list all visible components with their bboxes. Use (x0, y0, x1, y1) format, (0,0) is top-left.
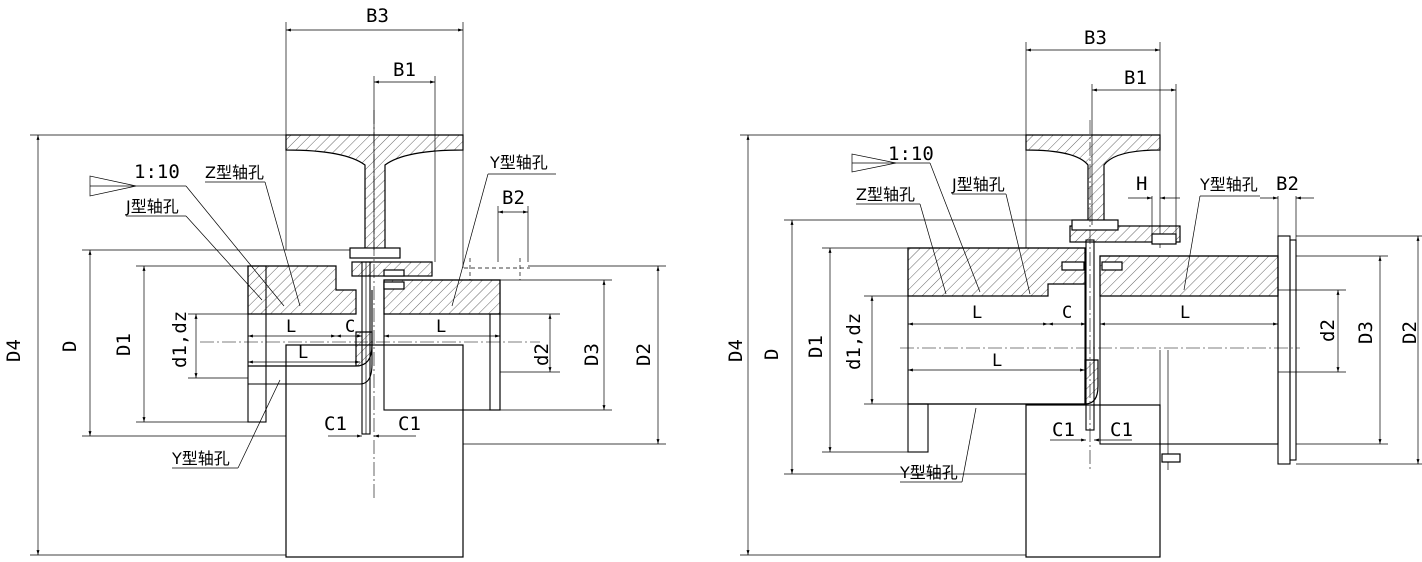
left-dim-L-upper-left: L (286, 317, 296, 337)
right-dim-L-upper-right: L (1180, 303, 1190, 323)
left-callout-y-bore-bottom: Y型轴孔 (171, 449, 230, 468)
left-dim-d2: d2 (531, 343, 553, 366)
right-dim-C1-right: C1 (1110, 419, 1133, 441)
right-dim-D2: D2 (1399, 321, 1421, 344)
left-dim-C1-right: C1 (398, 413, 421, 435)
right-dim-B3: B3 (1084, 27, 1107, 49)
left-dim-D4: D4 (3, 339, 25, 362)
left-dim-L-upper-right: L (436, 317, 446, 337)
left-callout-y-bore-top: Y型轴孔 (489, 153, 548, 172)
right-dim-B2: B2 (1276, 173, 1299, 195)
right-dim-D1: D1 (805, 335, 827, 358)
left-view: B3 B1 B2 D4 D D1 d1,dz d2 (3, 5, 666, 558)
left-dim-B2: B2 (502, 187, 525, 209)
left-dim-D1: D1 (113, 333, 135, 356)
right-dim-C: C (1062, 303, 1072, 323)
right-dim-C1-left: C1 (1052, 419, 1075, 441)
left-callout-z-bore: Z型轴孔 (205, 163, 264, 182)
right-dim-L-upper-left: L (972, 303, 982, 323)
right-callout-j-bore: J型轴孔 (951, 175, 1005, 194)
right-dim-D: D (761, 349, 783, 360)
right-dim-B1: B1 (1124, 67, 1147, 89)
left-taper-label: 1:10 (134, 161, 180, 183)
right-brake-drum (1025, 404, 1161, 558)
right-callout-z-bore: Z型轴孔 (856, 185, 915, 204)
left-dim-L-lower: L (298, 343, 308, 363)
left-callout-j-bore: J型轴孔 (125, 197, 179, 216)
right-dim-d2: d2 (1317, 319, 1339, 342)
left-brake-wheel-section (285, 134, 464, 251)
left-dim-D: D (59, 341, 81, 352)
right-dim-H: H (1136, 173, 1147, 195)
left-dim-C1-left: C1 (324, 413, 347, 435)
left-dim-C: C (345, 317, 355, 337)
left-dim-d1dz: d1,dz (169, 311, 191, 368)
left-dim-B1: B1 (393, 59, 416, 81)
right-callout-y-bore-top: Y型轴孔 (1199, 175, 1258, 194)
right-view: B3 B1 H B2 D4 D D1 d (725, 27, 1422, 558)
right-dim-D3: D3 (1355, 321, 1377, 344)
left-dim-D3: D3 (581, 343, 603, 366)
left-brake-drum (285, 344, 464, 558)
left-dim-B3: B3 (366, 5, 389, 27)
left-hub-upper (247, 265, 357, 315)
right-dim-D4: D4 (725, 339, 747, 362)
right-taper-label: 1:10 (888, 143, 934, 165)
right-dim-d1dz: d1,dz (843, 313, 865, 370)
left-dim-D2: D2 (633, 343, 655, 366)
right-callout-y-bore-bottom: Y型轴孔 (899, 463, 958, 482)
right-dim-L-lower: L (992, 351, 1002, 371)
